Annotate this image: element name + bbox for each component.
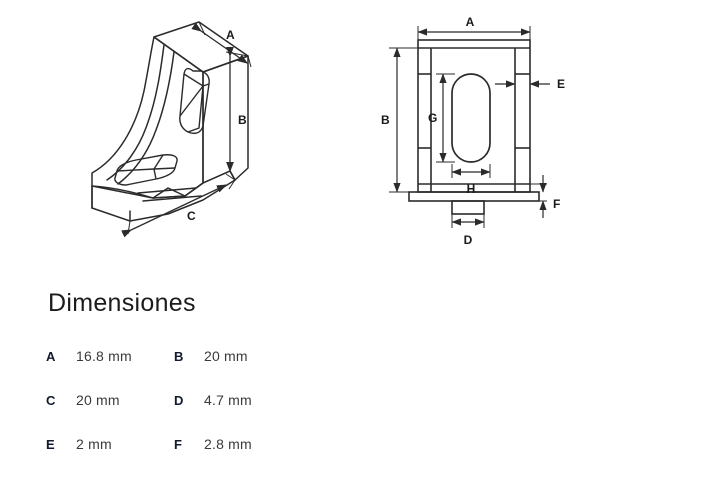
iso-label-b: B bbox=[238, 113, 247, 127]
dimension-value: 4.7 mm bbox=[204, 392, 252, 408]
front-label-g: G bbox=[428, 111, 437, 125]
dimension-value: 2.8 mm bbox=[204, 436, 252, 452]
iso-dimension-c: C bbox=[121, 179, 236, 238]
front-dimension-b: B bbox=[381, 47, 418, 193]
dimensions-title: Dimensiones bbox=[48, 289, 196, 317]
dimension-entry-b: B 20 mm bbox=[174, 348, 302, 364]
dimension-value: 20 mm bbox=[76, 392, 120, 408]
vertical-face-slot bbox=[179, 67, 210, 135]
front-bracket-drawing: A B E F D bbox=[381, 15, 565, 247]
dimensions-row: E 2 mm F 2.8 mm bbox=[46, 436, 346, 480]
dimension-key: F bbox=[174, 437, 183, 452]
dimension-entry-d: D 4.7 mm bbox=[174, 392, 302, 408]
front-dimension-e: E bbox=[495, 77, 565, 91]
dimension-key: A bbox=[46, 349, 56, 364]
dimension-value: 2 mm bbox=[76, 436, 112, 452]
dimensions-table: A 16.8 mm B 20 mm C 20 mm D 4.7 mm E 2 m… bbox=[46, 348, 346, 480]
bracket-body-outline bbox=[91, 21, 249, 222]
front-label-d: D bbox=[464, 233, 473, 247]
dimensions-row: C 20 mm D 4.7 mm bbox=[46, 392, 346, 436]
isometric-bracket-drawing: A B C bbox=[91, 21, 252, 238]
front-label-f: F bbox=[553, 197, 560, 211]
dimension-key: C bbox=[46, 393, 56, 408]
front-dimension-g: G bbox=[428, 73, 455, 163]
front-dimension-a: A bbox=[417, 15, 531, 48]
front-dimension-h: H bbox=[451, 164, 491, 196]
front-label-e: E bbox=[557, 77, 565, 91]
dimension-value: 20 mm bbox=[204, 348, 248, 364]
dimension-entry-e: E 2 mm bbox=[46, 436, 174, 452]
dimension-value: 16.8 mm bbox=[76, 348, 132, 364]
front-dimension-f: F bbox=[530, 175, 560, 218]
front-body-outline bbox=[408, 39, 540, 215]
dimension-key: B bbox=[174, 349, 184, 364]
front-label-b: B bbox=[381, 113, 390, 127]
front-label-h: H bbox=[467, 182, 476, 196]
dimension-key: E bbox=[46, 437, 55, 452]
iso-dimension-b: B bbox=[225, 46, 249, 181]
dimension-entry-f: F 2.8 mm bbox=[174, 436, 302, 452]
base-slot bbox=[114, 154, 178, 186]
front-dimension-d: D bbox=[451, 214, 485, 247]
iso-label-a: A bbox=[226, 28, 235, 42]
dimensions-row: A 16.8 mm B 20 mm bbox=[46, 348, 346, 392]
iso-dimension-a: A bbox=[191, 21, 252, 68]
dimension-entry-c: C 20 mm bbox=[46, 392, 174, 408]
iso-label-c: C bbox=[187, 209, 196, 223]
dimension-entry-a: A 16.8 mm bbox=[46, 348, 174, 364]
dimension-key: D bbox=[174, 393, 184, 408]
front-label-a: A bbox=[466, 15, 475, 29]
center-slot bbox=[451, 73, 491, 163]
